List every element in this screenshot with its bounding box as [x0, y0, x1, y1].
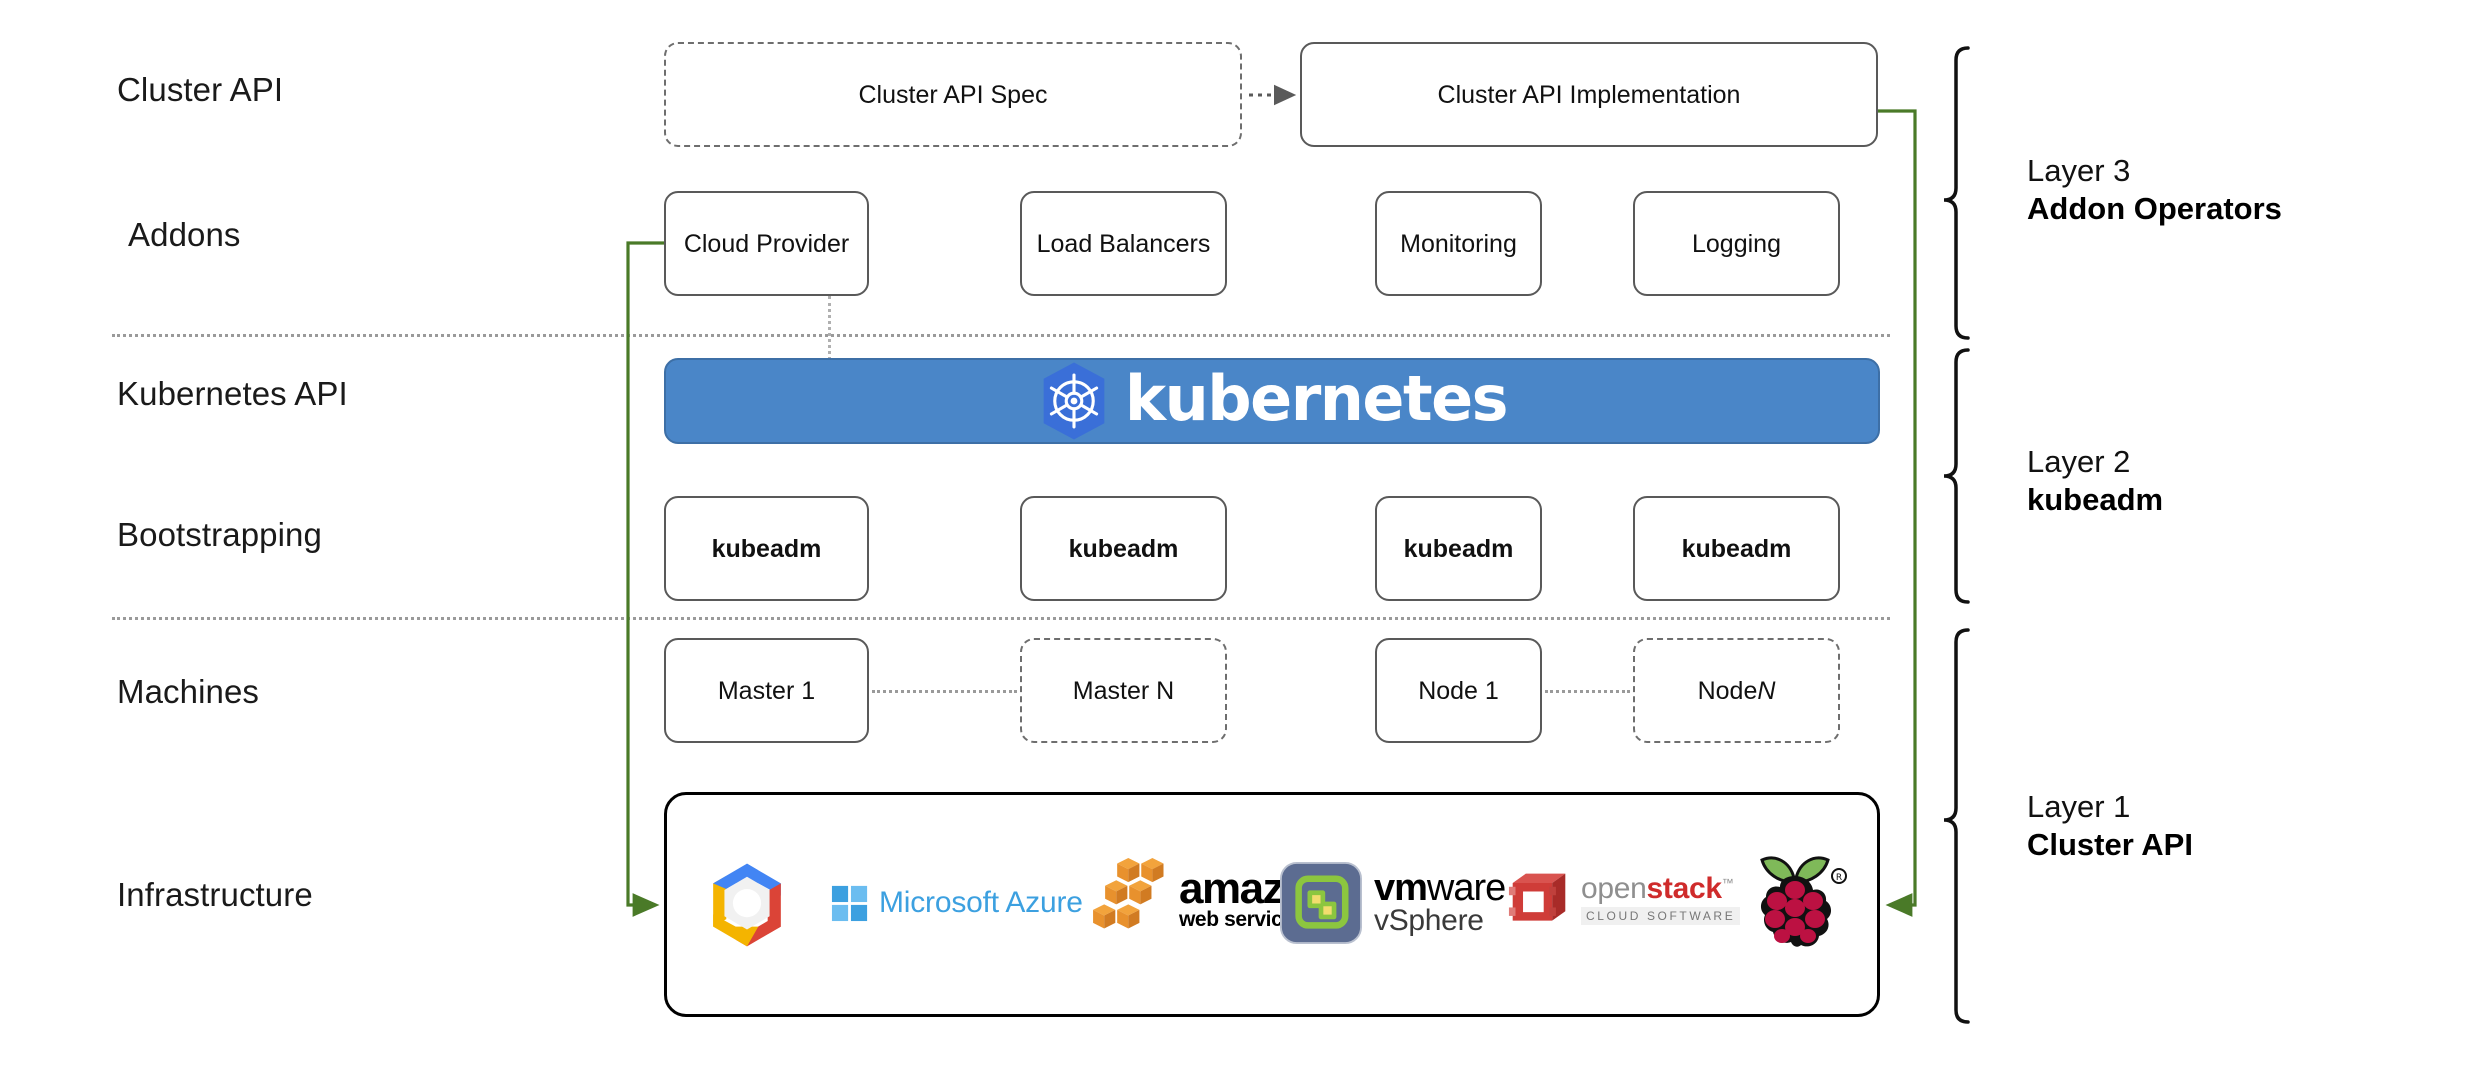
vmware-wordmark: vmware — [1374, 866, 1506, 909]
layer-3-caption: Layer 3 Addon Operators — [2027, 152, 2282, 228]
node-addon-cloud-provider[interactable]: Cloud Provider — [664, 191, 869, 296]
row-label-bootstrapping: Bootstrapping — [117, 516, 322, 553]
arrow-cloud-provider-to-infrastructure — [626, 241, 664, 917]
layer-1-line2: Cluster API — [2027, 826, 2193, 862]
vmware-light: ware — [1426, 866, 1506, 909]
row-label-cluster-api: Cluster API — [117, 71, 284, 108]
layer-divider-top — [112, 334, 1890, 337]
node-master-1[interactable]: Master 1 — [664, 638, 869, 743]
node-cluster-api-spec[interactable]: Cluster API Spec — [664, 42, 1242, 147]
svg-text:R: R — [1836, 873, 1842, 883]
arrow-implementation-to-infrastructure — [1878, 109, 1917, 917]
node-cluster-api-implementation[interactable]: Cluster API Implementation — [1300, 42, 1878, 147]
layer-3-line2: Addon Operators — [2027, 190, 2282, 226]
kubernetes-wordmark: kubernetes — [1124, 362, 1509, 435]
openstack-trademark: ™ — [1721, 875, 1734, 890]
openstack-icon: openstack™ CLOUD SOFTWARE — [1505, 868, 1741, 930]
openstack-word-stack: stack — [1646, 871, 1723, 905]
layer-1-caption: Layer 1 Cluster API — [2027, 788, 2193, 864]
brace-layer-1 — [1943, 628, 1970, 1024]
node-kubeadm-2[interactable]: kubeadm — [1020, 496, 1227, 601]
layer-3-line1: Layer 3 — [2027, 153, 2131, 188]
node-kubeadm-1[interactable]: kubeadm — [664, 496, 869, 601]
node-kubeadm-3[interactable]: kubeadm — [1375, 496, 1542, 601]
connector-node1-noden — [1545, 690, 1630, 693]
node-node-n-suffix: N — [1757, 676, 1776, 705]
layer-divider-bottom — [112, 617, 1890, 620]
layer-1-line1: Layer 1 — [2027, 789, 2131, 824]
connector-cloud-provider-to-k8s — [828, 296, 831, 366]
openstack-word-open: open — [1581, 871, 1647, 905]
vsphere-wordmark: vSphere — [1374, 904, 1484, 938]
raspberry-pi-icon: R — [1740, 848, 1850, 960]
connector-master1-mastern — [872, 690, 1017, 693]
node-kubeadm-4[interactable]: kubeadm — [1633, 496, 1840, 601]
infrastructure-container — [664, 792, 1880, 1017]
node-node-n-label: Node — [1697, 676, 1758, 705]
node-node-1[interactable]: Node 1 — [1375, 638, 1542, 743]
row-label-machines: Machines — [117, 673, 260, 710]
vmware-vsphere-icon: vmware vSphere — [1280, 862, 1506, 944]
kubernetes-helm-icon — [1037, 361, 1111, 441]
openstack-wordmark: openstack™ — [1581, 871, 1734, 905]
microsoft-azure-icon: Microsoft Azure — [831, 884, 1083, 922]
row-label-infrastructure: Infrastructure — [117, 876, 313, 913]
kubernetes-banner: kubernetes — [664, 358, 1880, 444]
azure-wordmark: Microsoft Azure — [879, 886, 1083, 919]
brace-layer-2 — [1943, 348, 1970, 604]
node-addon-logging[interactable]: Logging — [1633, 191, 1840, 296]
row-label-kubernetes-api: Kubernetes API — [117, 375, 348, 412]
google-cloud-platform-icon — [700, 858, 794, 952]
node-addon-monitoring[interactable]: Monitoring — [1375, 191, 1542, 296]
row-label-addons: Addons — [128, 216, 241, 253]
node-node-n[interactable]: Node N — [1633, 638, 1840, 743]
brace-layer-3 — [1943, 46, 1970, 340]
node-master-n[interactable]: Master N — [1020, 638, 1227, 743]
node-addon-load-balancers[interactable]: Load Balancers — [1020, 191, 1227, 296]
layer-2-line2: kubeadm — [2027, 481, 2164, 517]
vmware-bold: vm — [1374, 866, 1428, 909]
layer-2-caption: Layer 2 kubeadm — [2027, 443, 2163, 519]
aws-wordmark-services: web services — [1179, 908, 1305, 931]
layer-2-line1: Layer 2 — [2027, 444, 2131, 479]
openstack-tagline: CLOUD SOFTWARE — [1581, 906, 1741, 925]
